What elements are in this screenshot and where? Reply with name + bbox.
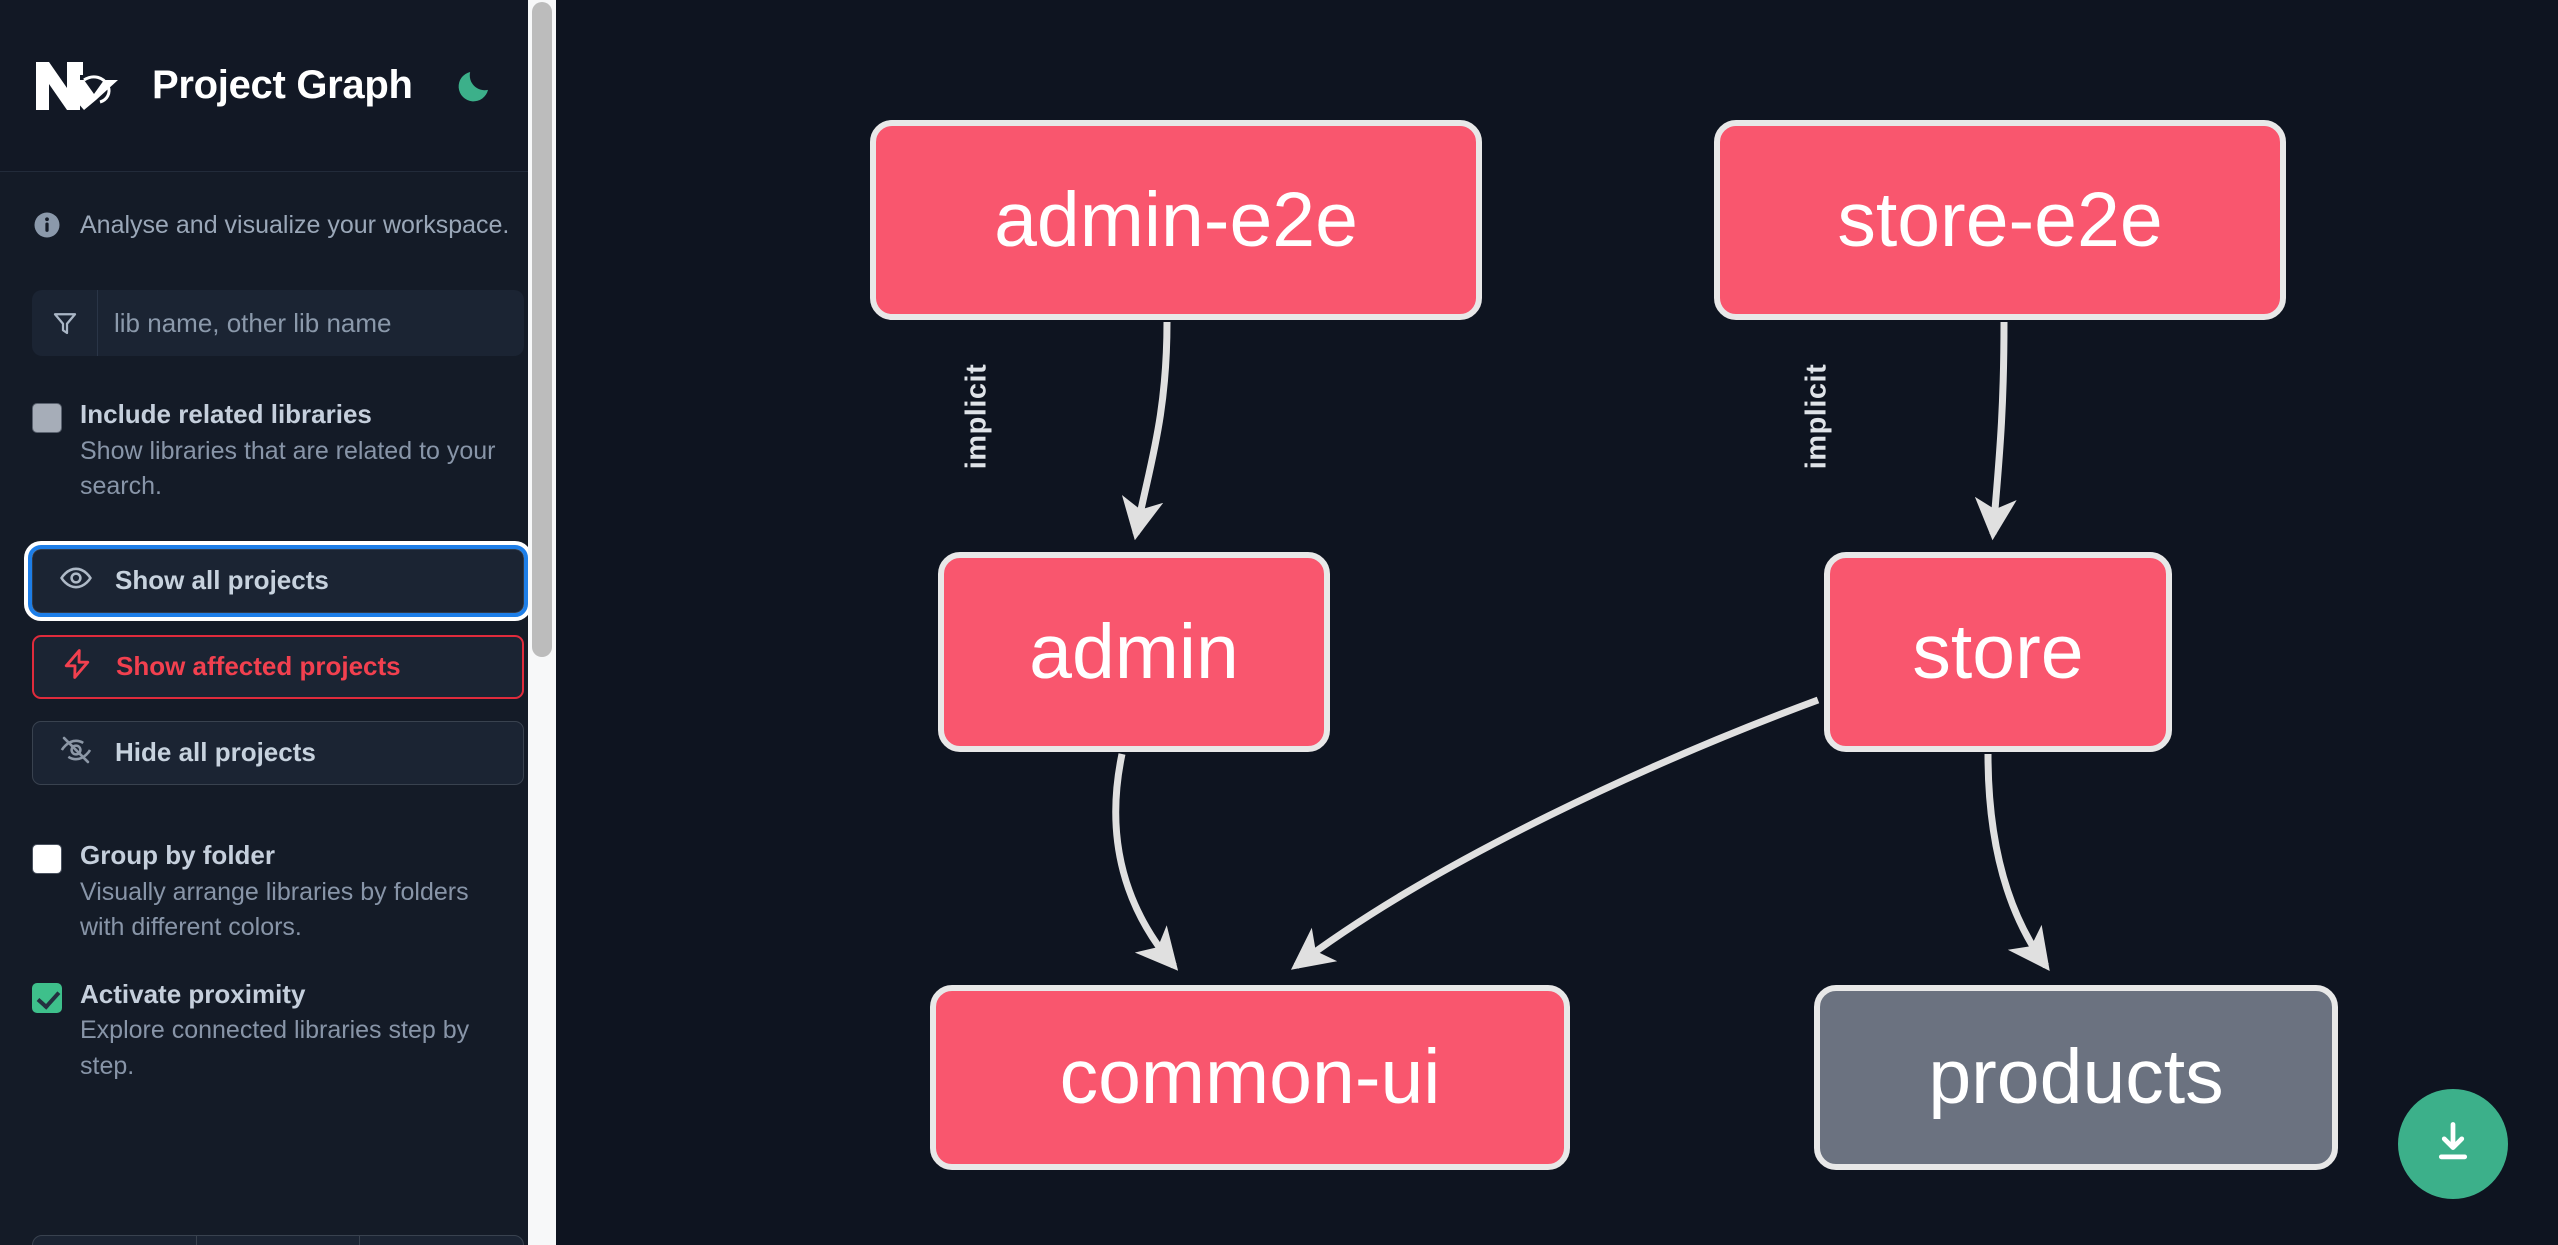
graph-node-store-e2e[interactable]: store-e2e xyxy=(1714,120,2286,320)
edge-store-to-common-ui xyxy=(1290,696,1820,970)
search-bar xyxy=(32,290,524,356)
eye-icon xyxy=(59,561,93,600)
eye-off-icon xyxy=(59,733,93,772)
sidebar-scroll-area: Project Graph Analyse and visualize yo xyxy=(0,0,556,1245)
option-description: Visually arrange libraries by folders wi… xyxy=(80,877,469,942)
edge-store-to-products xyxy=(1984,753,2050,972)
graph-node-common-ui[interactable]: common-ui xyxy=(930,985,1570,1170)
sidebar: Project Graph Analyse and visualize yo xyxy=(0,0,556,1245)
proximity-step-decrease[interactable] xyxy=(33,1236,197,1245)
filter-funnel-icon[interactable] xyxy=(32,290,98,356)
proximity-step-control[interactable] xyxy=(32,1235,524,1245)
sidebar-scrollbar-thumb[interactable] xyxy=(532,2,552,657)
sidebar-header: Project Graph xyxy=(0,0,556,172)
show-affected-projects-button[interactable]: Show affected projects xyxy=(32,634,524,699)
checkbox-group-by-folder[interactable] xyxy=(32,843,62,874)
graph-node-products[interactable]: products xyxy=(1814,985,2338,1170)
edge-store-e2e-to-store xyxy=(1974,321,2017,541)
checkbox-activate-proximity[interactable] xyxy=(32,982,62,1013)
button-label: Show affected projects xyxy=(116,651,401,682)
option-title: Group by folder xyxy=(80,839,275,870)
graph-edges xyxy=(1112,321,2050,972)
node-label: common-ui xyxy=(1059,1034,1441,1120)
node-label: admin-e2e xyxy=(994,176,1358,263)
button-label: Show all projects xyxy=(115,565,329,596)
proximity-step-value xyxy=(197,1236,361,1245)
download-image-button[interactable] xyxy=(2398,1089,2508,1199)
node-label: store xyxy=(1912,608,2084,695)
search-input[interactable] xyxy=(98,290,524,356)
graph-node-store[interactable]: store xyxy=(1824,552,2172,752)
option-group-by-folder[interactable]: Group by folder Visually arrange librari… xyxy=(0,839,556,946)
option-description: Show libraries that are related to your … xyxy=(80,436,496,501)
nx-logo-icon xyxy=(32,56,124,116)
info-banner: Analyse and visualize your workspace. xyxy=(0,172,556,240)
option-description: Explore connected libraries step by step… xyxy=(80,1016,470,1080)
edge-admin-e2e-to-admin xyxy=(1121,321,1171,541)
option-title: Include related libraries xyxy=(80,399,372,429)
checkbox-include-related-libraries[interactable] xyxy=(32,403,62,433)
page-title: Project Graph xyxy=(152,63,413,107)
sidebar-scrollbar[interactable] xyxy=(528,0,556,1245)
graph-node-admin[interactable]: admin xyxy=(938,552,1330,752)
display-options: Group by folder Visually arrange librari… xyxy=(0,839,556,1085)
graph-canvas[interactable]: admin-e2e store-e2e admin store common-u… xyxy=(556,0,2558,1245)
info-text: Analyse and visualize your workspace. xyxy=(80,210,510,239)
show-all-projects-button[interactable]: Show all projects xyxy=(28,544,528,617)
proximity-step-increase[interactable] xyxy=(360,1236,523,1245)
option-include-related-libraries[interactable]: Include related libraries Show libraries… xyxy=(0,398,556,505)
node-label: products xyxy=(1928,1034,2224,1120)
graph-node-admin-e2e[interactable]: admin-e2e xyxy=(870,120,1482,320)
node-label: store-e2e xyxy=(1837,176,2163,263)
projects-button-group: Show all projects Show affected projects xyxy=(28,544,528,785)
edge-admin-to-common-ui xyxy=(1112,753,1179,971)
download-icon xyxy=(2426,1115,2480,1174)
option-title: Activate proximity xyxy=(80,978,306,1009)
hide-all-projects-button[interactable]: Hide all projects xyxy=(32,720,524,785)
moon-icon[interactable] xyxy=(451,63,497,109)
node-label: admin xyxy=(1029,608,1239,695)
lightning-icon xyxy=(60,647,94,686)
button-label: Hide all projects xyxy=(115,737,316,768)
option-activate-proximity[interactable]: Activate proximity Explore connected lib… xyxy=(0,978,556,1085)
info-circle-icon xyxy=(32,210,62,240)
